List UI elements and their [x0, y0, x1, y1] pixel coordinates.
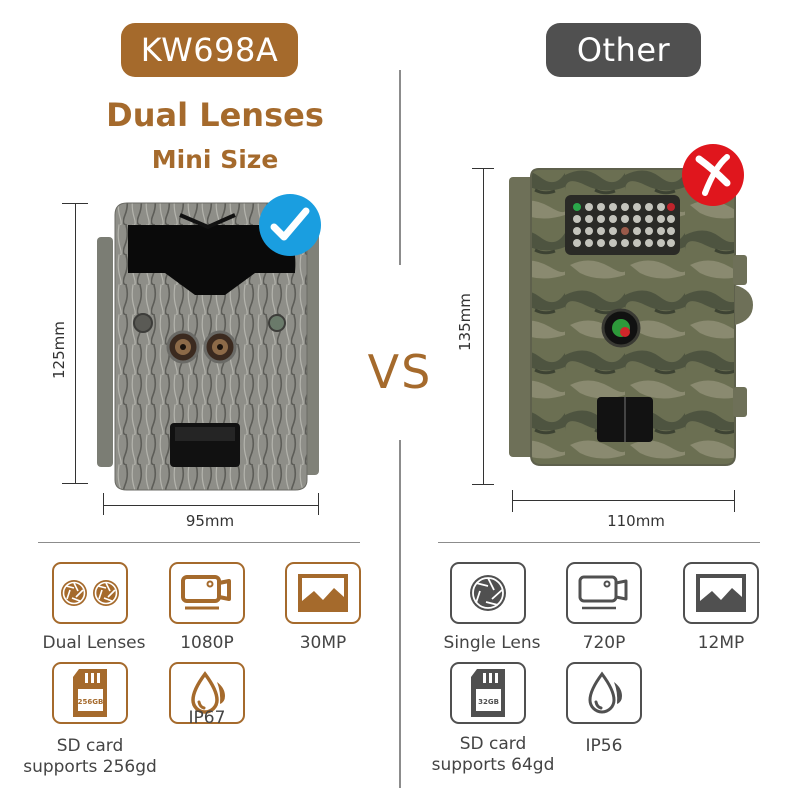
width-dim-cap-left	[103, 493, 104, 515]
width-dim-line-right	[512, 500, 734, 501]
center-divider-bottom	[399, 440, 401, 788]
height-dim-cap-bottom	[62, 483, 88, 484]
width-dim-line-left	[103, 505, 318, 506]
feature-box-1080p	[169, 562, 245, 624]
feature-box-12mp	[683, 562, 759, 624]
product-badge-other: Other	[546, 23, 701, 77]
feature-box-sd-card-32: 32GB	[450, 662, 526, 724]
feature-label-12mp: 12MP	[697, 633, 745, 653]
feature-box-ip67	[169, 662, 245, 724]
feature-box-dual-lenses	[52, 562, 128, 624]
feature-label-ip67: IP67	[188, 708, 226, 728]
height-label-left: 125mm	[50, 321, 68, 379]
video-camera-icon	[578, 575, 628, 610]
feature-box-30mp	[285, 562, 361, 624]
feature-label-single-lens: Single Lens	[443, 633, 541, 653]
feature-label-720p: 720P	[582, 633, 626, 653]
water-drop-icon	[588, 671, 622, 714]
feature-label-30mp: 30MP	[299, 633, 347, 653]
width-label-left: 95mm	[185, 512, 235, 530]
image-icon	[298, 574, 348, 612]
feature-label-dual-lenses: Dual Lenses	[42, 633, 146, 653]
aperture-icon	[470, 575, 506, 611]
feature-label-sd-card-32: SD card supports 64gd	[431, 734, 555, 775]
cross-icon	[682, 144, 744, 206]
feature-box-single-lens	[450, 562, 526, 624]
feature-label-ip56: IP56	[585, 736, 623, 756]
left-section-divider	[38, 542, 360, 543]
width-dim-cap-right-right	[734, 490, 735, 512]
feature-box-ip56	[566, 662, 642, 724]
feature-box-sd-card-256: 256GB	[52, 662, 128, 724]
water-drop-icon	[191, 671, 225, 714]
feature-label-sd-card-256: SD card supports 256gd	[23, 736, 157, 777]
check-icon	[259, 194, 321, 256]
right-section-divider	[438, 542, 760, 543]
width-label-right: 110mm	[607, 512, 665, 530]
dual-aperture-icon	[61, 580, 119, 606]
kw698a-camera-image	[97, 202, 319, 491]
height-dim-line-left	[75, 203, 76, 483]
product-badge-kw698a: KW698A	[121, 23, 298, 77]
subheadline-mini-size: Mini Size	[151, 145, 279, 174]
feature-box-720p	[566, 562, 642, 624]
sd-card-icon: 32GB	[471, 669, 505, 717]
other-camera-image	[509, 168, 753, 466]
image-icon	[696, 574, 746, 612]
height-label-right: 135mm	[456, 293, 474, 351]
sd-card-capacity: 32GB	[478, 698, 499, 706]
height-dim-cap-bottom-right	[472, 484, 494, 485]
feature-label-1080p: 1080P	[180, 633, 234, 653]
center-divider-top	[399, 70, 401, 265]
width-dim-cap-left-right	[512, 490, 513, 512]
width-dim-cap-right	[318, 493, 319, 515]
vs-label: VS	[367, 345, 433, 399]
video-camera-icon	[181, 575, 231, 610]
height-dim-line-right	[483, 168, 484, 484]
sd-card-icon: 256GB	[73, 669, 107, 717]
headline-dual-lenses: Dual Lenses	[106, 96, 324, 134]
sd-card-capacity: 256GB	[78, 698, 104, 706]
